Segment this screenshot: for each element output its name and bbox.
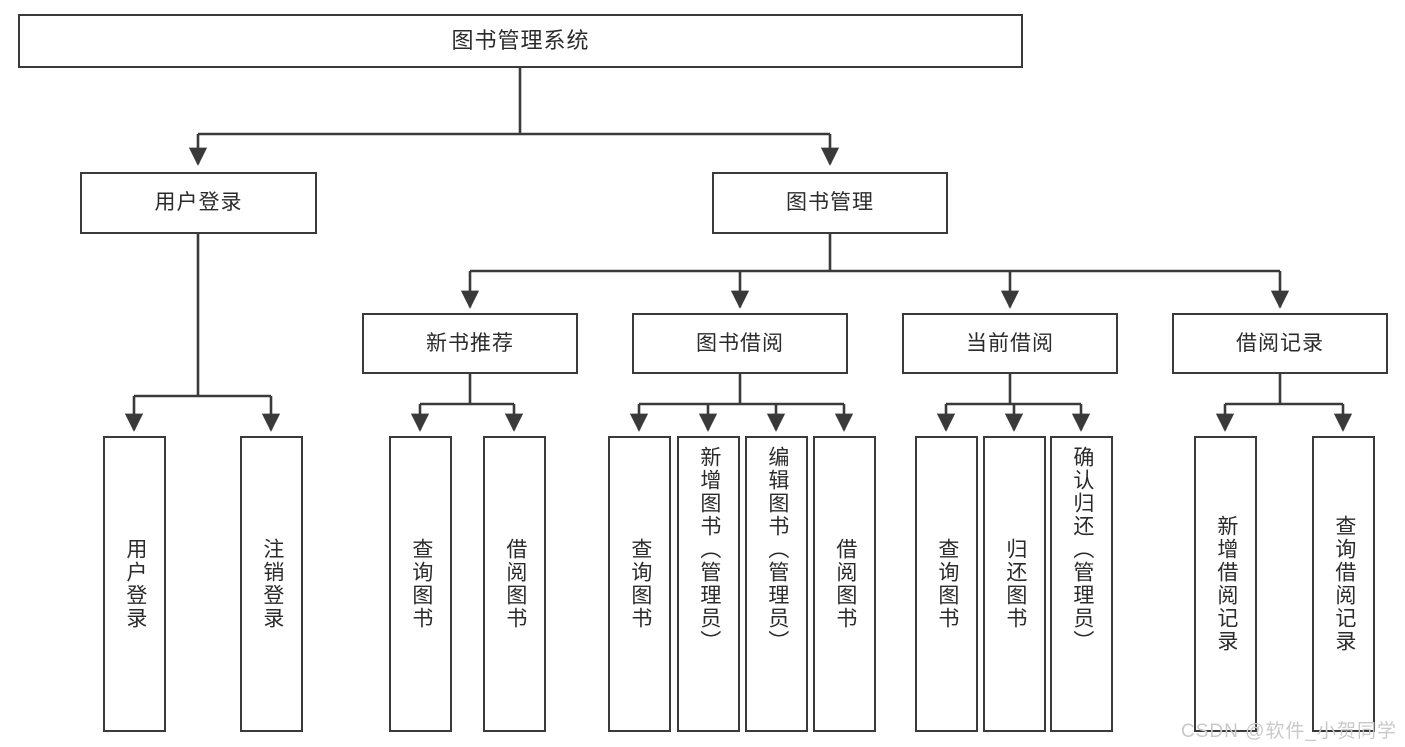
- node-leaf-user-login-label: 用户登录: [123, 538, 147, 630]
- node-leaf-add-record[interactable]: 新增借阅记录: [1194, 436, 1257, 732]
- node-current-borrow[interactable]: 当前借阅: [902, 313, 1118, 374]
- node-leaf-edit-book-label: 编辑图书（管理员）: [765, 446, 789, 653]
- node-book-manage[interactable]: 图书管理: [712, 172, 948, 234]
- node-leaf-query-record-label: 查询借阅记录: [1332, 515, 1356, 653]
- node-leaf-query-book-1[interactable]: 查询图书: [389, 436, 452, 732]
- node-leaf-confirm-return-label: 确认归还（管理员）: [1070, 446, 1094, 653]
- node-leaf-query-book-1-label: 查询图书: [409, 538, 433, 630]
- node-leaf-logout-login-label: 注销登录: [260, 538, 284, 630]
- node-new-book-rec[interactable]: 新书推荐: [362, 313, 578, 374]
- node-leaf-add-record-label: 新增借阅记录: [1214, 515, 1238, 653]
- node-leaf-query-book-2[interactable]: 查询图书: [608, 436, 671, 732]
- node-leaf-borrow-book-2-label: 借阅图书: [833, 538, 857, 630]
- node-new-book-rec-label: 新书推荐: [426, 331, 514, 355]
- node-leaf-borrow-book-1[interactable]: 借阅图书: [483, 436, 546, 732]
- node-leaf-return-book[interactable]: 归还图书: [983, 436, 1046, 732]
- node-leaf-query-book-3[interactable]: 查询图书: [915, 436, 978, 732]
- node-book-borrow-label: 图书借阅: [696, 331, 784, 355]
- node-book-borrow[interactable]: 图书借阅: [632, 313, 848, 374]
- node-leaf-add-book-label: 新增图书（管理员）: [697, 446, 721, 653]
- node-borrow-record-label: 借阅记录: [1236, 331, 1324, 355]
- node-leaf-edit-book[interactable]: 编辑图书（管理员）: [745, 436, 808, 732]
- node-user-login-label: 用户登录: [154, 191, 243, 215]
- node-root-label: 图书管理系统: [451, 27, 590, 53]
- node-leaf-borrow-book-1-label: 借阅图书: [503, 538, 527, 630]
- node-leaf-query-book-3-label: 查询图书: [935, 538, 959, 630]
- node-root[interactable]: 图书管理系统: [18, 14, 1023, 68]
- node-leaf-return-book-label: 归还图书: [1003, 538, 1027, 630]
- node-leaf-confirm-return[interactable]: 确认归还（管理员）: [1050, 436, 1113, 732]
- node-book-manage-label: 图书管理: [786, 191, 874, 215]
- node-borrow-record[interactable]: 借阅记录: [1172, 313, 1388, 374]
- node-leaf-logout-login[interactable]: 注销登录: [240, 436, 303, 732]
- node-leaf-add-book[interactable]: 新增图书（管理员）: [677, 436, 740, 732]
- node-leaf-user-login[interactable]: 用户登录: [103, 436, 166, 732]
- node-leaf-query-record[interactable]: 查询借阅记录: [1312, 436, 1375, 732]
- node-user-login[interactable]: 用户登录: [80, 172, 317, 234]
- node-leaf-borrow-book-2[interactable]: 借阅图书: [813, 436, 876, 732]
- csdn-watermark: CSDN @软件_小贺同学: [1181, 721, 1397, 742]
- node-leaf-query-book-2-label: 查询图书: [628, 538, 652, 630]
- node-current-borrow-label: 当前借阅: [966, 331, 1054, 355]
